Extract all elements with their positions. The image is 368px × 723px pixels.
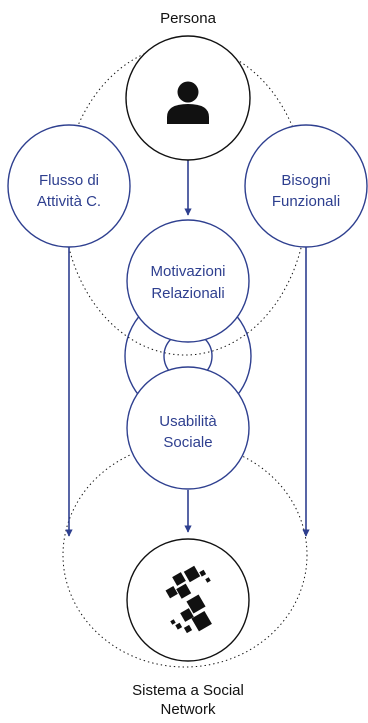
sistema-label-line2: Network — [160, 701, 216, 718]
person-icon — [167, 81, 209, 124]
sistema-label-line1: Sistema a Social — [132, 682, 244, 699]
motivazioni-label-line2: Relazionali — [151, 285, 224, 302]
social-network-logo-icon — [165, 565, 212, 634]
bisogni-label-line2: Funzionali — [272, 193, 340, 210]
flusso-node — [7, 124, 131, 248]
usabilita-label-line2: Sociale — [163, 434, 212, 451]
bisogni-label-line1: Bisogni — [281, 172, 330, 189]
usabilita-label-line1: Usabilità — [159, 413, 217, 430]
bisogni-node — [244, 124, 368, 248]
persona-label: Persona — [160, 10, 217, 27]
motivazioni-node — [126, 219, 250, 343]
usabilita-node — [126, 366, 250, 490]
motivazioni-label-line1: Motivazioni — [150, 263, 225, 280]
flusso-label-line2: Attività C. — [37, 193, 101, 210]
sistema-node — [126, 538, 250, 662]
flusso-label-line1: Flusso di — [39, 172, 99, 189]
